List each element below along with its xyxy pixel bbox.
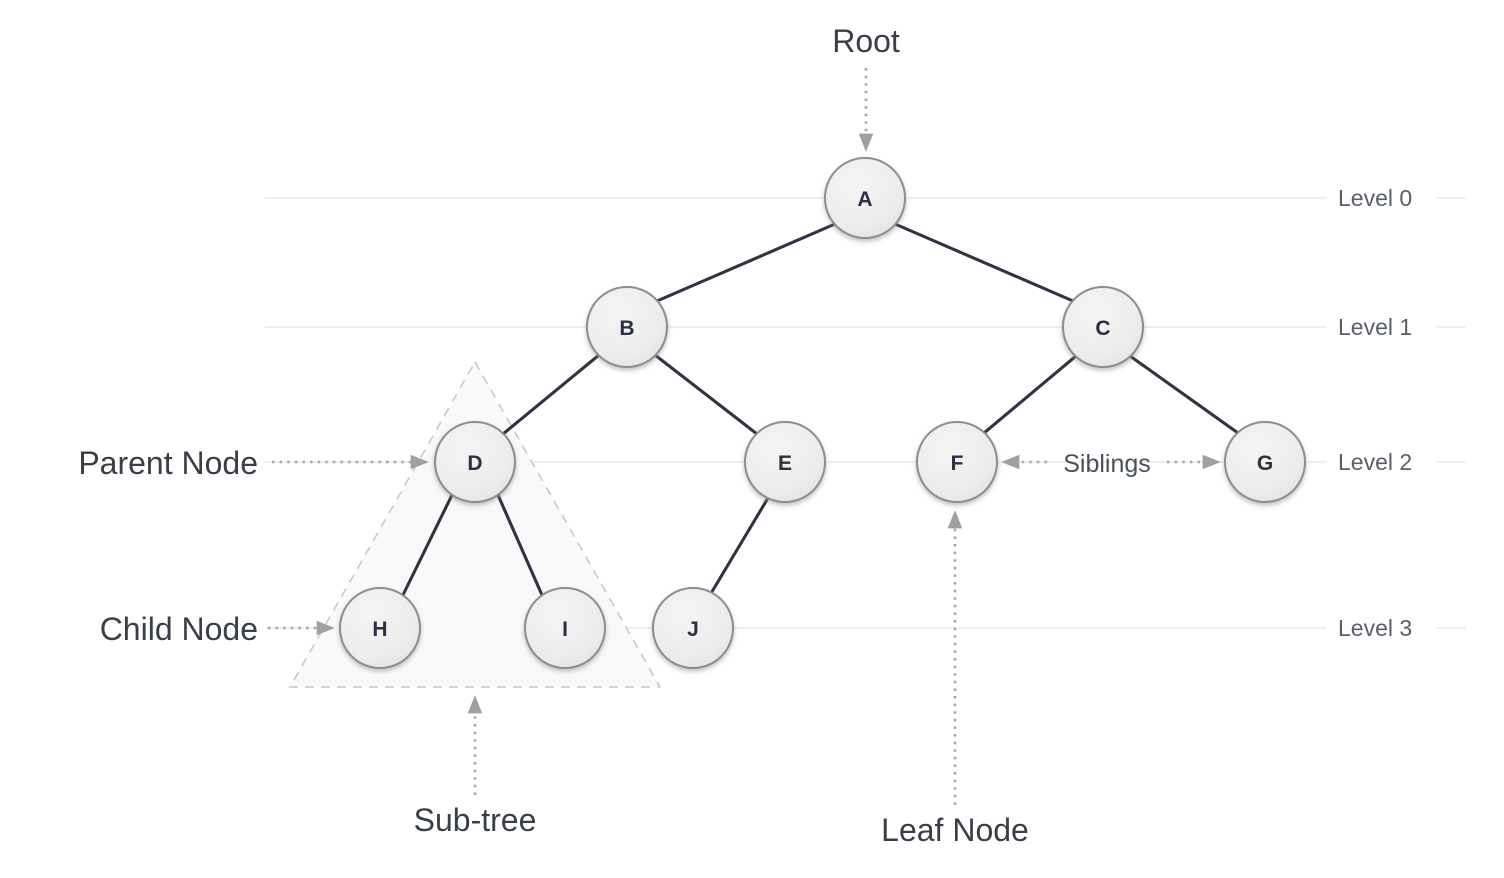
edge-E-J [708,496,770,597]
node-label-a: A [857,188,872,211]
node-label-j: J [687,618,699,641]
node-label-f: F [951,452,964,475]
annotation-leaf-node-label: Leaf Node [881,812,1029,848]
node-label-i: I [562,618,568,641]
node-label-c: C [1095,317,1110,340]
tree-node-a[interactable]: A [824,157,906,239]
annotation-connectors [268,68,1221,805]
tree-node-c[interactable]: C [1062,286,1144,368]
tree-node-f[interactable]: F [916,421,998,503]
level-1-label-bg [1326,311,1436,343]
tree-node-i[interactable]: I [524,587,606,669]
edge-A-C [893,222,1075,303]
annotation-root-label: Root [832,23,900,59]
node-label-d: D [467,452,482,475]
annotation-labels: Root Parent Node Child Node Siblings Sub… [78,23,1150,848]
level-2-label: Level 2 [1338,449,1412,475]
edge-B-E [653,353,759,436]
edge-D-I [496,493,544,597]
annotation-child-node-label: Child Node [100,611,258,647]
node-circle-a[interactable] [824,157,906,239]
node-circle-g[interactable] [1224,421,1306,503]
level-3-label-bg [1326,612,1436,644]
edge-C-F [982,354,1078,435]
tree-node-h[interactable]: H [339,587,421,669]
edge-C-G [1128,354,1240,435]
tree-node-e[interactable]: E [744,421,826,503]
tree-node-b[interactable]: B [586,286,668,368]
node-circle-e[interactable] [744,421,826,503]
edge-A-B [655,222,837,303]
node-circle-j[interactable] [652,587,734,669]
annotation-sub-tree-label: Sub-tree [414,802,537,838]
node-label-e: E [778,452,792,475]
node-circle-f[interactable] [916,421,998,503]
node-label-h: H [372,618,387,641]
node-label-g: G [1257,452,1273,475]
edge-D-H [401,493,454,597]
level-0-label: Level 0 [1338,185,1412,211]
annotation-parent-node-label: Parent Node [78,445,258,481]
level-3-label: Level 3 [1338,615,1412,641]
node-circle-c[interactable] [1062,286,1144,368]
tree-node-d[interactable]: D [434,421,516,503]
level-1-label: Level 1 [1338,314,1412,340]
node-label-b: B [619,317,634,340]
tree-node-g[interactable]: G [1224,421,1306,503]
tree-edges [401,222,1240,597]
node-circle-i[interactable] [524,587,606,669]
level-0-label-bg [1326,182,1436,214]
node-circle-b[interactable] [586,286,668,368]
level-2-label-bg [1326,446,1436,478]
node-circle-d[interactable] [434,421,516,503]
level-labels: Level 0 Level 1 Level 2 Level 3 [1326,182,1436,644]
tree-node-j[interactable]: J [652,587,734,669]
node-circle-h[interactable] [339,587,421,669]
edge-B-D [501,353,601,436]
annotation-siblings-label: Siblings [1063,450,1151,478]
tree-nodes: A B C D E F G [339,157,1306,669]
